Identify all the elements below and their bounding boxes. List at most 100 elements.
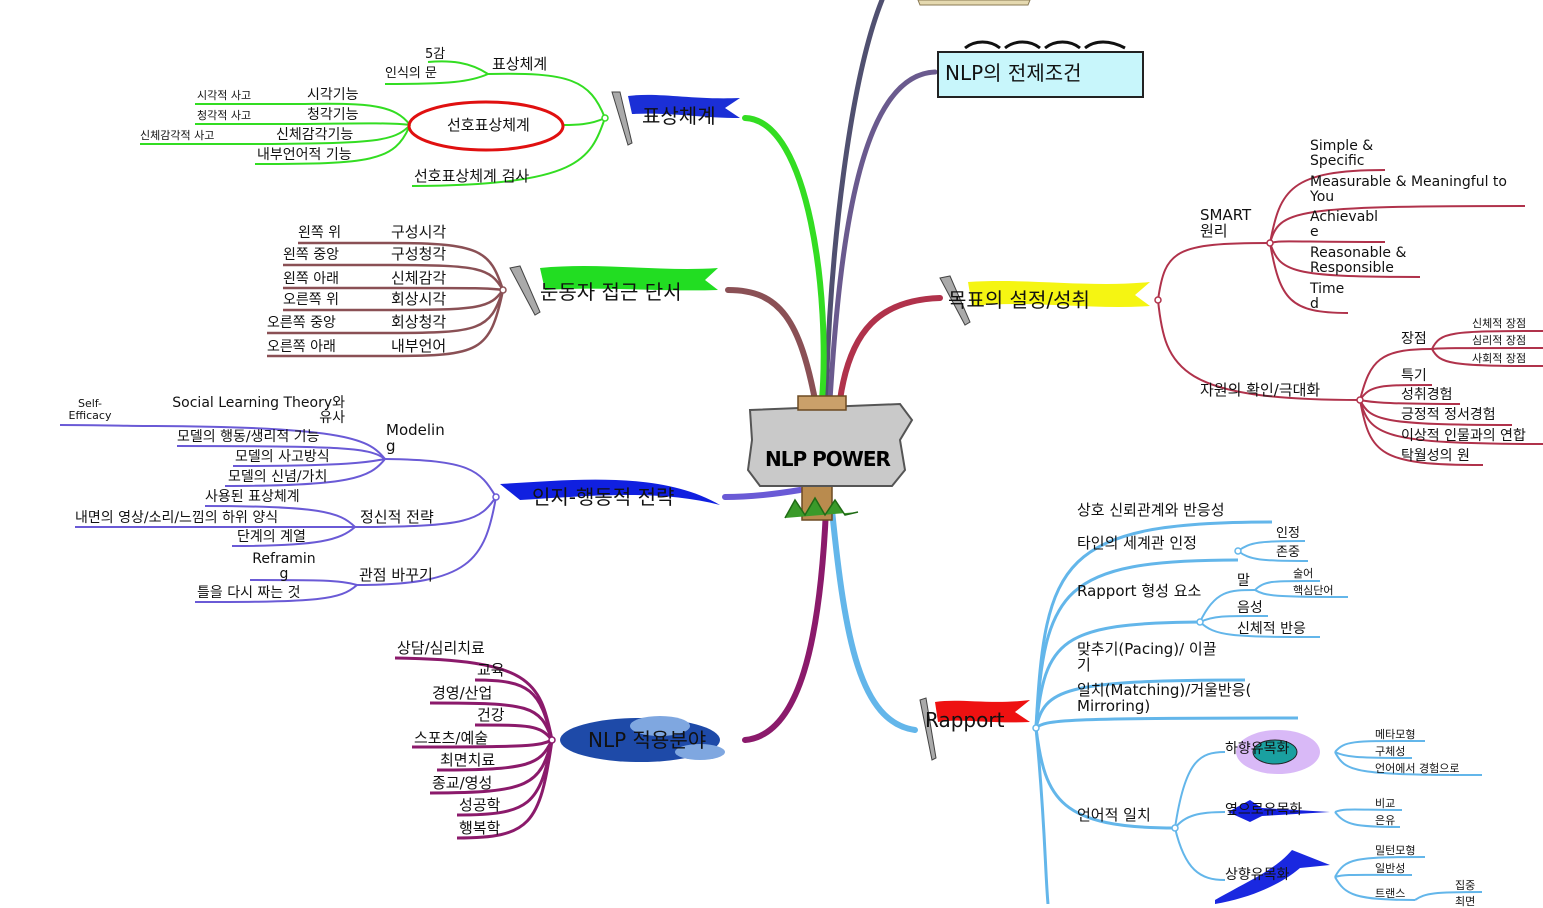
word-predicate[interactable]: 술어 <box>1293 567 1314 580</box>
reframe-label[interactable]: 관점 바꾸기 <box>359 566 433 584</box>
resource-item-3[interactable]: 긍정적 정서경험 <box>1401 407 1496 423</box>
eye-item-2[interactable]: 구성청각 <box>391 245 447 263</box>
trance-hypnosis[interactable]: 최면 <box>1455 895 1476 908</box>
resource-item-4[interactable]: 이상적 인물과의 연합 <box>1401 428 1526 444</box>
smart-a[interactable]: Achievabl e <box>1310 209 1379 240</box>
eye-item-6[interactable]: 내부언어 <box>391 337 447 355</box>
rapport-elements[interactable]: Rapport 형성 요소 <box>1077 582 1202 600</box>
auditory-function[interactable]: 청각기능 <box>307 107 359 123</box>
elements-voice[interactable]: 음성 <box>1237 600 1263 616</box>
rapport-flag-icon <box>919 697 1030 761</box>
rapport-matching[interactable]: 일치(Matching)/거울반응( Mirroring) <box>1077 681 1252 715</box>
eye-title[interactable]: 눈동자 접근 단서 <box>540 280 682 304</box>
language-down[interactable]: 하향유목화 <box>1225 741 1290 757</box>
app-item-1[interactable]: 상담/심리치료 <box>397 639 485 657</box>
trance-focus[interactable]: 집중 <box>1455 879 1476 892</box>
strength-social[interactable]: 사회적 장점 <box>1472 352 1527 365</box>
model-behavior-label[interactable]: 모델의 행동/생리적 기능 <box>177 429 320 445</box>
smart-label[interactable]: SMART 원리 <box>1200 206 1252 240</box>
worldview-respect[interactable]: 존중 <box>1276 545 1300 560</box>
preferred-system-test[interactable]: 선호표상체계 검사 <box>414 167 530 185</box>
resource-item-2[interactable]: 성취경험 <box>1401 387 1453 403</box>
model-thinking-label[interactable]: 모델의 사고방식 <box>235 449 330 465</box>
eye-item-1[interactable]: 구성시각 <box>391 223 447 241</box>
social-learning-label[interactable]: Social Learning Theory와 유사 <box>172 395 345 426</box>
smart-m[interactable]: Measurable & Meaningful to You <box>1310 174 1507 205</box>
app-item-6[interactable]: 최면치료 <box>440 751 496 769</box>
side-compare[interactable]: 비교 <box>1375 797 1396 810</box>
signpost-icon <box>746 395 914 521</box>
rapport-pacing[interactable]: 맞추기(Pacing)/ 이끌기 <box>1077 640 1217 674</box>
model-belief-label[interactable]: 모델의 신념/가치 <box>228 469 328 485</box>
eye-flag-icon <box>509 265 718 316</box>
self-efficacy-label[interactable]: Self- Efficacy <box>68 397 112 422</box>
step-sequence-label[interactable]: 단계의 계열 <box>237 529 306 545</box>
eye-note-2[interactable]: 왼쪽 중앙 <box>283 247 339 263</box>
side-metaphor[interactable]: 은유 <box>1375 814 1396 827</box>
app-item-8[interactable]: 성공학 <box>459 796 501 814</box>
smart-s[interactable]: Simple & Specific <box>1310 138 1374 169</box>
strength-psychological[interactable]: 심리적 장점 <box>1472 334 1527 347</box>
premise-title[interactable]: NLP의 전제조건 <box>945 61 1082 85</box>
smart-t[interactable]: Time d <box>1310 281 1345 312</box>
worldview-accept[interactable]: 인정 <box>1276 526 1300 541</box>
up-milton[interactable]: 밀턴모형 <box>1375 844 1416 857</box>
strategy-title[interactable]: 인지-행동적 전략 <box>532 485 675 509</box>
eye-item-4[interactable]: 회상시각 <box>391 290 447 308</box>
representation-sub1[interactable]: 표상체계 <box>492 55 548 73</box>
down-experience[interactable]: 언어에서 경험으로 <box>1375 762 1460 775</box>
used-system-label[interactable]: 사용된 표상체계 <box>205 489 300 505</box>
goal-flag-icon <box>939 275 1150 326</box>
eye-note-4[interactable]: 오른쪽 위 <box>283 292 339 308</box>
eye-item-5[interactable]: 회상청각 <box>391 313 447 331</box>
word-key[interactable]: 핵심단어 <box>1293 584 1334 597</box>
elements-word[interactable]: 말 <box>1237 573 1250 589</box>
eye-item-3[interactable]: 신체감각 <box>391 269 447 287</box>
representation-title[interactable]: 표상체계 <box>642 104 716 128</box>
up-general[interactable]: 일반성 <box>1375 862 1406 875</box>
app-item-3[interactable]: 경영/산업 <box>432 684 493 702</box>
rapport-worldview[interactable]: 타인의 세계관 인정 <box>1077 534 1197 552</box>
trunk-top <box>823 0 885 403</box>
kinesthetic-function[interactable]: 신체감각기능 <box>276 127 354 143</box>
eye-note-6[interactable]: 오른쪽 아래 <box>267 339 336 355</box>
visual-function[interactable]: 시각기능 <box>307 87 359 103</box>
resource-item-5[interactable]: 탁월성의 원 <box>1401 448 1470 464</box>
elements-body[interactable]: 신체적 반응 <box>1237 621 1306 637</box>
app-item-2[interactable]: 교육 <box>477 661 505 679</box>
submodality-label[interactable]: 내면의 영상/소리/느낌의 하위 양식 <box>75 510 279 526</box>
strength-physical[interactable]: 신체적 장점 <box>1472 317 1527 330</box>
rapport-title[interactable]: Rapport <box>925 708 1005 732</box>
eye-note-1[interactable]: 왼쪽 위 <box>298 225 342 241</box>
visual-thinking[interactable]: 시각적 사고 <box>197 89 252 102</box>
application-title[interactable]: NLP 적용분야 <box>588 728 707 752</box>
sense-5-label[interactable]: 5감 <box>425 47 446 62</box>
internal-language-function[interactable]: 내부언어적 기능 <box>257 147 352 163</box>
app-item-7[interactable]: 종교/영성 <box>432 774 493 792</box>
down-concrete[interactable]: 구체성 <box>1375 745 1406 758</box>
app-item-9[interactable]: 행복학 <box>459 819 501 837</box>
language-up[interactable]: 상향유목화 <box>1225 867 1290 883</box>
down-meta[interactable]: 메타모형 <box>1375 728 1416 741</box>
eye-note-3[interactable]: 왼쪽 아래 <box>283 271 339 287</box>
smart-r[interactable]: Reasonable & Responsible <box>1310 245 1407 276</box>
reframe-desc-label[interactable]: 틀을 다시 짜는 것 <box>197 585 301 601</box>
reframing-label[interactable]: Reframin g <box>252 551 316 582</box>
eye-note-5[interactable]: 오른쪽 중앙 <box>267 315 336 331</box>
app-item-4[interactable]: 건강 <box>477 706 505 724</box>
goal-title[interactable]: 목표의 설정/성취 <box>948 288 1090 312</box>
perception-door-label[interactable]: 인식의 문 <box>385 66 437 81</box>
rapport-language[interactable]: 언어적 일치 <box>1077 806 1151 824</box>
kinesthetic-thinking[interactable]: 신체감각적 사고 <box>140 129 215 142</box>
preferred-system-label[interactable]: 선호표상체계 <box>447 116 530 134</box>
up-trance[interactable]: 트랜스 <box>1375 887 1406 900</box>
modeling-label[interactable]: Modelin g <box>386 421 445 455</box>
app-item-5[interactable]: 스포츠/예술 <box>414 729 489 747</box>
mental-strategy-label[interactable]: 정신적 전략 <box>360 508 434 526</box>
language-side[interactable]: 옆으로유목화 <box>1225 802 1303 818</box>
strength-label[interactable]: 장점 <box>1401 331 1427 347</box>
resource-item-1[interactable]: 특기 <box>1401 368 1427 384</box>
resource-label[interactable]: 자원의 확인/극대화 <box>1200 381 1321 399</box>
auditory-thinking[interactable]: 청각적 사고 <box>197 109 252 122</box>
rapport-trust[interactable]: 상호 신뢰관계와 반응성 <box>1077 501 1225 519</box>
